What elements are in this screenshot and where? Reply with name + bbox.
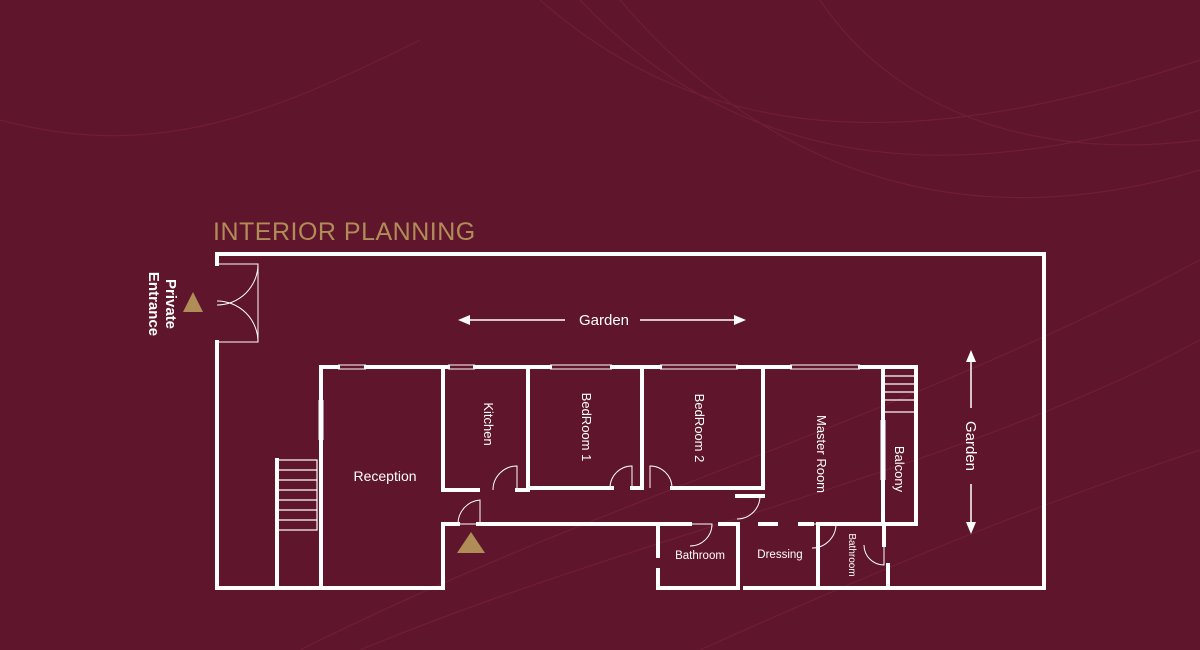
room-label-balcony: Balcony bbox=[892, 446, 907, 493]
balcony-stairs-icon bbox=[883, 367, 917, 413]
garden-right-label: Garden bbox=[962, 421, 979, 471]
bedroom2-door-icon bbox=[649, 465, 673, 489]
entrance-line2: Entrance bbox=[145, 272, 162, 336]
bathroom2-door-icon bbox=[863, 544, 885, 566]
page-title: INTERIOR PLANNING bbox=[213, 218, 476, 246]
entrance-door-icon bbox=[216, 263, 259, 306]
room-label-bathroom2: Bathroom bbox=[846, 533, 857, 576]
windows bbox=[318, 364, 886, 480]
bedroom1-door-icon bbox=[609, 465, 633, 489]
master-door-icon bbox=[736, 495, 761, 520]
room-label-bedroom2: BedRoom 2 bbox=[692, 394, 707, 463]
bathroom1-door-icon bbox=[689, 523, 713, 547]
room-label-bedroom1: BedRoom 1 bbox=[579, 393, 594, 462]
room-label-dressing: Dressing bbox=[757, 549, 802, 561]
staircase-icon bbox=[276, 459, 318, 531]
entrance-label: Private Entrance bbox=[145, 272, 179, 336]
balcony-wall bbox=[881, 365, 918, 526]
room-label-bathroom1: Bathroom bbox=[675, 550, 725, 562]
kitchen-door-icon bbox=[492, 465, 518, 491]
entry-arrow-icon bbox=[457, 532, 485, 553]
garden-top-arrow bbox=[458, 315, 746, 325]
entrance-arrow-icon bbox=[183, 292, 203, 312]
entrance-line1: Private bbox=[162, 279, 179, 329]
walls bbox=[215, 252, 1046, 590]
room-label-reception: Reception bbox=[353, 468, 416, 484]
bathroom-block-wall bbox=[656, 522, 890, 590]
room-label-kitchen: Kitchen bbox=[481, 402, 496, 445]
reception-wall bbox=[319, 365, 340, 590]
reception-door-icon bbox=[457, 499, 481, 525]
garden-right-arrow bbox=[966, 350, 976, 534]
room-label-master: Master Room bbox=[814, 415, 829, 493]
garden-top-label: Garden bbox=[579, 312, 629, 329]
doors bbox=[216, 263, 885, 566]
dressing-door-icon bbox=[811, 523, 837, 549]
outer-wall-left bbox=[215, 340, 445, 590]
outer-wall bbox=[215, 252, 1046, 590]
